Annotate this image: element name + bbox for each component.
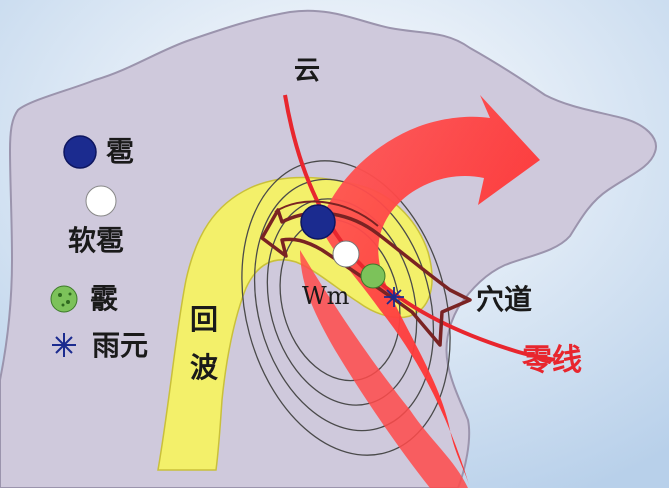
legend-soft-hail-icon [86,186,116,216]
graupel-particle [361,264,385,288]
echo-label-line2: 波 [190,354,218,382]
legend-hail-label: 雹 [106,138,134,166]
legend-raindrop-label: 雨元 [92,332,148,360]
legend-hail-icon [64,136,96,168]
legend-graupel-icon [51,286,77,312]
vault-label: 穴道 [476,286,532,314]
raindrop-particle [384,287,404,307]
zero-line-label: 零线 [522,346,582,376]
wm-label: Wm [302,284,349,308]
hail-particle [301,205,335,239]
legend-soft-hail-label: 软雹 [68,227,124,255]
echo-label-line1: 回 [190,306,218,334]
soft-hail-particle [333,241,359,267]
legend-graupel-label: 霰 [90,285,118,313]
cloud-label: 云 [294,58,320,84]
